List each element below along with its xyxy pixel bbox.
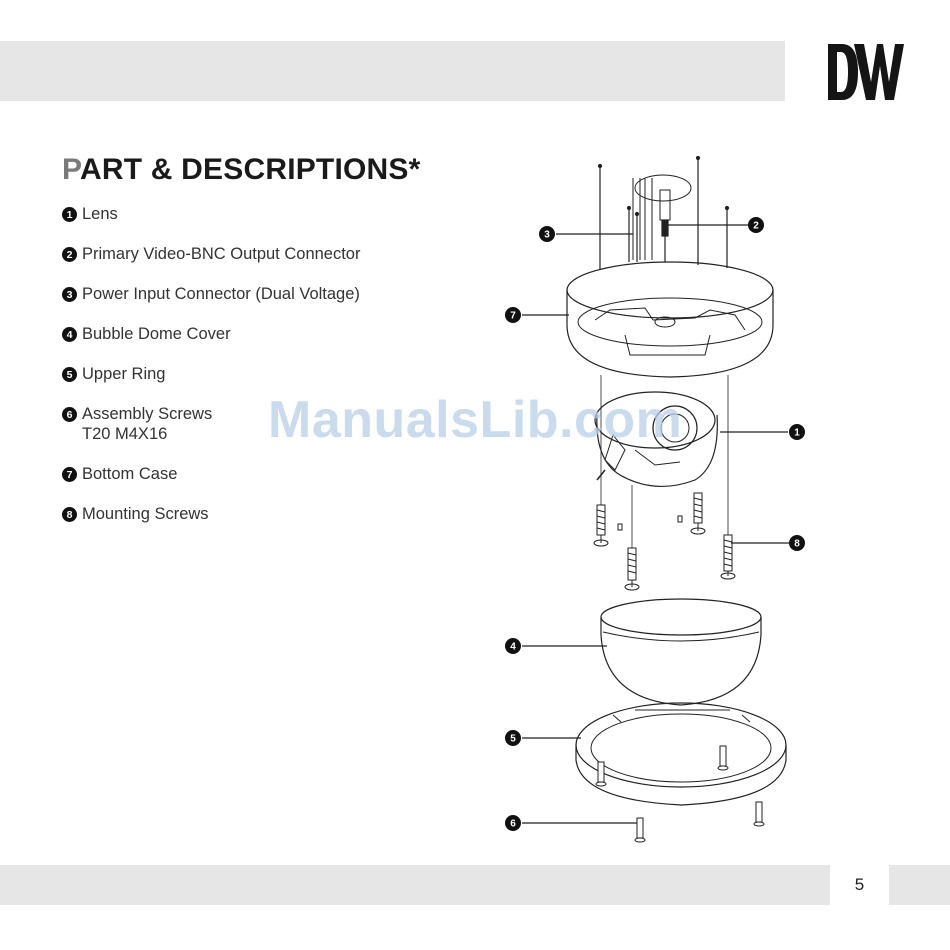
- part-item-bottom-case: 7 Bottom Case: [62, 464, 177, 484]
- number-badge: 8: [62, 507, 77, 522]
- part-label: Assembly Screws: [82, 404, 212, 424]
- part-item-video-bnc: 2 Primary Video-BNC Output Connector: [62, 244, 360, 264]
- part-sublabel: T20 M4X16: [82, 424, 212, 444]
- number-badge: 1: [62, 207, 77, 222]
- header-bar: [0, 41, 785, 101]
- number-badge: 2: [62, 247, 77, 262]
- part-label: Primary Video-BNC Output Connector: [82, 244, 360, 264]
- number-badge: 5: [62, 367, 77, 382]
- part-item-lens: 1 Lens: [62, 204, 118, 224]
- footer-bar: [0, 865, 950, 905]
- part-item-upper-ring: 5 Upper Ring: [62, 364, 165, 384]
- part-label: Power Input Connector (Dual Voltage): [82, 284, 360, 304]
- callout-2-label: 2: [753, 221, 759, 232]
- callout-4-label: 4: [510, 642, 516, 653]
- part-label: Mounting Screws: [82, 504, 209, 524]
- part-label: Bottom Case: [82, 464, 177, 484]
- callout-7-label: 7: [510, 311, 516, 322]
- callout-1-label: 1: [794, 428, 800, 439]
- callout-6-label: 6: [510, 819, 516, 830]
- title-rest: ART & DESCRIPTIONS*: [80, 153, 421, 186]
- part-label: Lens: [82, 204, 118, 224]
- part-label: Upper Ring: [82, 364, 165, 384]
- callout-3-label: 3: [544, 230, 550, 241]
- callout-8-label: 8: [794, 539, 800, 550]
- exploded-camera-diagram: 1 2 3 4 5 6 7 8: [495, 150, 815, 850]
- callout-5-label: 5: [510, 734, 516, 745]
- dw-logo: DW: [828, 44, 904, 100]
- part-item-power-input: 3 Power Input Connector (Dual Voltage): [62, 284, 360, 304]
- watermark: ManualsLib.com: [268, 390, 682, 450]
- number-badge: 6: [62, 407, 77, 422]
- part-item-bubble-dome: 4 Bubble Dome Cover: [62, 324, 231, 344]
- part-item-assembly-screws: 6 Assembly Screws T20 M4X16: [62, 404, 212, 444]
- number-badge: 4: [62, 327, 77, 342]
- page-number: 5: [830, 865, 889, 905]
- title-first-letter: P: [62, 153, 80, 186]
- part-label: Bubble Dome Cover: [82, 324, 231, 344]
- number-badge: 3: [62, 287, 77, 302]
- part-item-mounting-screws: 8 Mounting Screws: [62, 504, 209, 524]
- number-badge: 7: [62, 467, 77, 482]
- page-title: PART & DESCRIPTIONS*: [62, 153, 420, 187]
